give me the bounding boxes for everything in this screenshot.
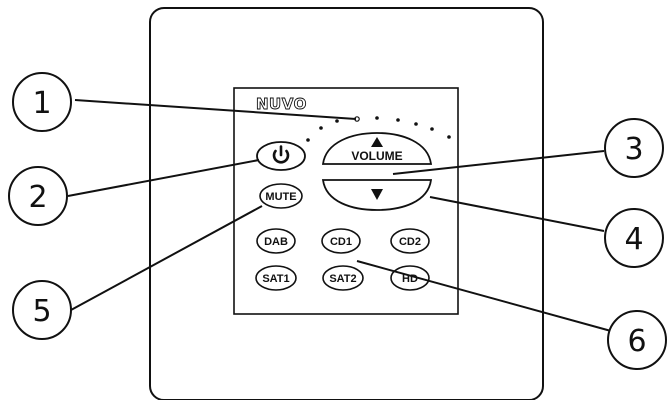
leader-line-4 [429,196,605,232]
source-button-label: CD1 [330,236,352,248]
callout-2: 2 [8,166,68,226]
callout-number: 3 [624,132,643,167]
source-button-label: CD2 [399,236,421,248]
callout-4: 4 [604,208,664,268]
leader-line-5 [70,205,263,311]
callout-number: 2 [28,180,47,215]
power-icon [272,145,290,164]
power-button[interactable] [256,141,306,171]
volume-led [375,116,379,120]
callout-6: 6 [607,310,667,370]
mute-label: MUTE [265,191,296,203]
volume-led [306,138,310,142]
brand-logo: NUVO [256,95,307,113]
source-button-dab[interactable]: DAB [256,228,296,254]
volume-led [414,122,418,126]
callout-number: 5 [32,294,51,329]
source-button-cd2[interactable]: CD2 [390,228,430,254]
leader-line-6 [356,260,612,332]
source-button-hd[interactable]: HD [390,265,430,291]
triangle-up-icon [371,137,383,147]
volume-led [319,126,323,130]
callout-5: 5 [12,280,72,340]
volume-up-button[interactable]: VOLUME [321,132,433,165]
volume-down-button[interactable] [321,179,433,211]
volume-led [430,127,434,131]
callout-3: 3 [604,118,664,178]
source-button-label: SAT2 [329,273,356,285]
callout-number: 1 [32,86,51,121]
source-button-sat2[interactable]: SAT2 [322,265,364,291]
volume-label: VOLUME [351,149,402,163]
volume-led [396,118,400,122]
source-button-label: DAB [264,236,288,248]
leader-line-3 [392,150,605,175]
callout-leader-lines [67,99,612,332]
source-button-sat1[interactable]: SAT1 [255,265,297,291]
callout-number: 6 [627,324,646,359]
source-button-cd1[interactable]: CD1 [321,228,361,254]
leader-line-2 [67,159,260,197]
callout-number: 4 [624,222,643,257]
leader-line-1 [74,99,357,120]
callout-1: 1 [12,72,72,132]
volume-led [335,119,339,123]
source-button-label: SAT1 [262,273,289,285]
mute-button[interactable]: MUTE [259,183,303,209]
volume-led [447,135,451,139]
triangle-down-icon [371,189,383,200]
